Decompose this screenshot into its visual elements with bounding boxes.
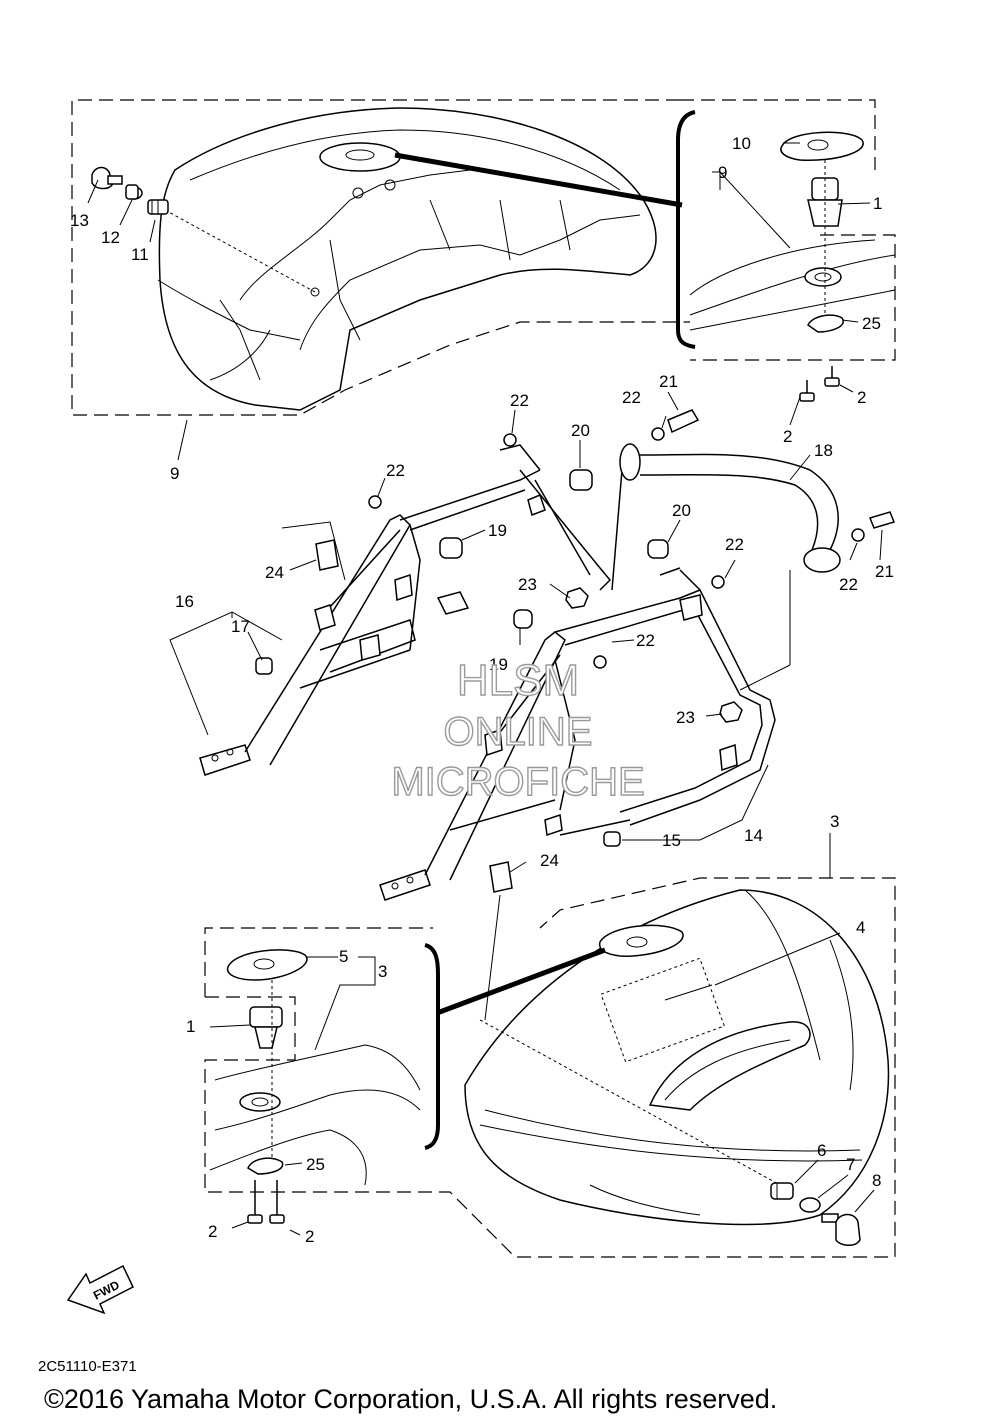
callout-22: 22 <box>839 575 858 594</box>
callout-21: 21 <box>875 562 894 581</box>
callout-20: 20 <box>571 421 590 440</box>
bracket-left-16 <box>199 444 612 776</box>
upper-inset <box>676 110 896 402</box>
callout-19: 19 <box>488 521 507 540</box>
fwd-arrow-icon: FWD <box>66 1264 134 1315</box>
callout-23: 23 <box>518 575 537 594</box>
screw-2b <box>824 366 840 387</box>
callout-8: 8 <box>872 1171 881 1190</box>
callout-24: 24 <box>265 563 284 582</box>
callout-1: 1 <box>873 194 882 213</box>
callout-22: 22 <box>725 535 744 554</box>
screw-2c <box>247 1180 263 1224</box>
callout-1: 1 <box>186 1017 195 1036</box>
watermark-line-1: HLSM <box>457 656 579 705</box>
callout-3: 3 <box>378 962 387 981</box>
callout-22: 22 <box>622 388 641 407</box>
callout-15: 15 <box>662 831 681 850</box>
watermark: HLSM ONLINE MICROFICHE <box>391 655 646 804</box>
callout-19: 19 <box>489 655 508 674</box>
callout-3: 3 <box>830 812 839 831</box>
callout-22: 22 <box>386 461 405 480</box>
callout-17: 17 <box>231 617 250 636</box>
callout-11: 11 <box>131 245 149 264</box>
watermark-line-2: ONLINE <box>444 710 593 754</box>
screw-2d <box>269 1180 285 1224</box>
callout-25: 25 <box>306 1155 325 1174</box>
grommet-11 <box>147 199 169 215</box>
grab-bar-18 <box>611 443 841 691</box>
callout-22: 22 <box>636 631 655 650</box>
leader-lines <box>87 142 883 1236</box>
callout-2: 2 <box>305 1227 314 1246</box>
diagram-code: 2C51110-E371 <box>38 1358 137 1375</box>
bracket-right-14 <box>379 567 776 901</box>
callout-10: 10 <box>732 134 751 153</box>
callout-5: 5 <box>339 947 348 966</box>
callout-2: 2 <box>208 1222 217 1241</box>
watermark-line-3: MICROFICHE <box>391 760 644 804</box>
callout-4: 4 <box>856 918 865 937</box>
callout-16: 16 <box>175 592 194 611</box>
small-parts <box>255 409 896 1021</box>
callout-20: 20 <box>672 501 691 520</box>
grommet-6 <box>770 1182 794 1200</box>
callout-9: 9 <box>170 464 179 483</box>
callout-18: 18 <box>814 441 833 460</box>
fastener-13 <box>91 166 123 190</box>
screw-2a <box>799 380 815 402</box>
callout-21: 21 <box>659 372 678 391</box>
callout-2: 2 <box>857 388 866 407</box>
callout-22: 22 <box>510 391 529 410</box>
callout-24: 24 <box>540 851 559 870</box>
fastener-8 <box>821 1213 861 1246</box>
callout-labels: 1 1 2 2 2 2 3 3 4 5 6 7 8 9 9 10 11 12 1… <box>70 134 894 1246</box>
upper-saddlebag-group <box>71 99 896 416</box>
callout-25: 25 <box>862 314 881 333</box>
copyright-notice: ©2016 Yamaha Motor Corporation, U.S.A. A… <box>44 1384 777 1414</box>
callout-2: 2 <box>783 427 792 446</box>
callout-7: 7 <box>846 1155 855 1174</box>
collar-12 <box>125 184 143 200</box>
callout-6: 6 <box>817 1141 826 1160</box>
collar-7 <box>799 1197 821 1213</box>
callout-13: 13 <box>70 211 89 230</box>
callout-12: 12 <box>101 228 120 247</box>
lower-saddlebag-group <box>204 877 896 1258</box>
callout-9: 9 <box>718 163 727 182</box>
callout-23: 23 <box>676 708 695 727</box>
callout-14: 14 <box>744 826 763 845</box>
